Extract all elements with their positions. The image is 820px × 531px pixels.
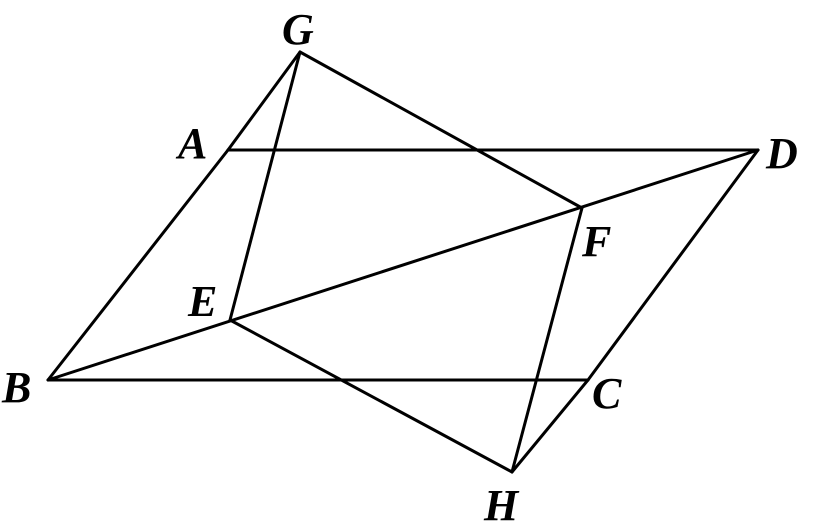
segment-ab [46, 148, 230, 382]
segment-ga [226, 50, 302, 152]
segment-gf [298, 50, 584, 210]
label-c: C [592, 369, 622, 418]
label-a: A [175, 119, 207, 168]
label-e: E [187, 277, 217, 326]
diagonal-bd [46, 148, 760, 382]
segment-eh [228, 318, 514, 474]
segment-ch [510, 378, 590, 474]
segment-cd [586, 148, 760, 382]
label-g: G [282, 5, 314, 54]
label-d: D [765, 129, 798, 178]
segment-ge [228, 50, 302, 322]
label-h: H [483, 481, 520, 530]
label-f: F [581, 217, 611, 266]
segment-fh [510, 206, 584, 474]
label-b: B [1, 363, 31, 412]
